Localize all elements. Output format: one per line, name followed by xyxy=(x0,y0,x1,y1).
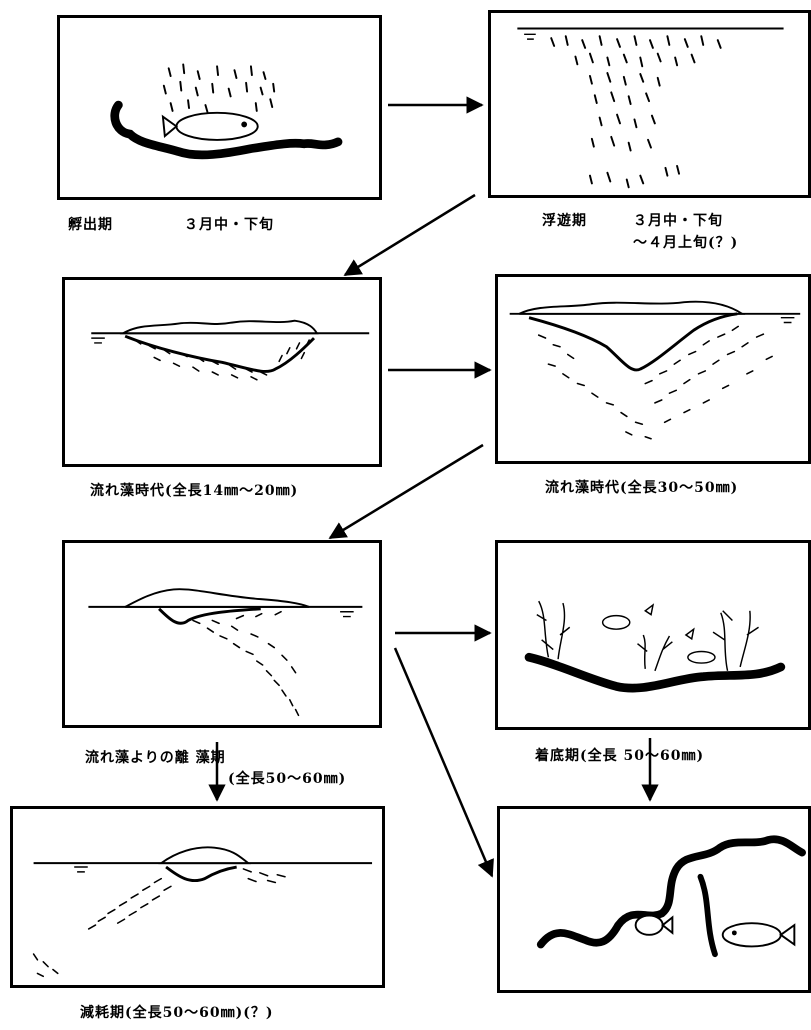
caption-floating-period-line1: ３月中・下旬 xyxy=(633,213,723,229)
panel-leaving-algae xyxy=(62,540,382,728)
caption-drift-algae-large: 流れ藻時代(全長30～50㎜) xyxy=(545,480,739,496)
caption-floating-name: 浮遊期 xyxy=(542,213,587,229)
panel-drift-algae-large xyxy=(495,274,811,464)
arrow-leaving-to-rocky xyxy=(393,647,494,878)
leaving-algae-illustration xyxy=(88,588,363,717)
depletion-illustration xyxy=(32,846,373,978)
caption-leaving-algae-size: (全長50～60㎜) xyxy=(228,771,347,787)
rocky-bottom-illustration xyxy=(536,835,806,958)
caption-drift-algae-small: 流れ藻時代(全長14㎜～20㎜) xyxy=(90,483,299,499)
arrow-drift-large-to-leaving xyxy=(328,443,484,540)
caption-hatching-period: ３月中・下旬 xyxy=(184,217,274,233)
panel-depletion xyxy=(10,806,385,988)
caption-depletion: 減耗期(全長50～60㎜)(？) xyxy=(80,1005,274,1021)
arrow-floating-to-drift-small xyxy=(343,193,476,277)
panel-settling xyxy=(495,540,811,730)
drift-algae-large-illustration xyxy=(509,300,801,440)
caption-hatching-name: 孵出期 xyxy=(68,217,113,233)
floating-illustration xyxy=(517,27,784,189)
panel-drift-algae-small xyxy=(62,277,382,467)
panel-hatching xyxy=(57,15,382,200)
hatching-illustration xyxy=(110,63,343,160)
drift-algae-small-illustration xyxy=(91,319,370,381)
panel-rocky-bottom xyxy=(497,806,811,993)
settling-illustration xyxy=(524,600,786,693)
panel-floating xyxy=(488,10,811,198)
caption-leaving-algae: 流れ藻よりの離 藻期 xyxy=(85,750,226,766)
caption-floating-period-line2: ～４月上旬(？) xyxy=(633,235,739,251)
caption-settling: 着底期(全長 50～60㎜) xyxy=(535,748,705,764)
